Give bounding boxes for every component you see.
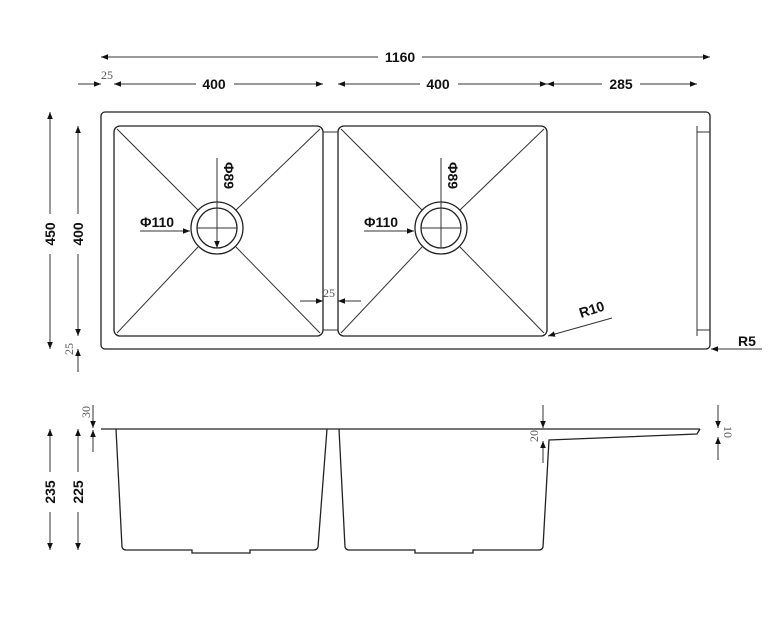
right-bowl-profile [338,428,701,554]
overall-width-label: 1160 [385,49,416,65]
drainboard-thickness-label: 10 [721,426,735,438]
right-drain-outer-label: Φ110 [364,214,398,230]
left-bowl-profile [115,428,328,554]
drainboard-edge [696,126,710,336]
edge-offset-label: 25 [101,68,113,82]
outer-radius-label: R5 [738,333,756,349]
overall-depth-label: 450 [42,222,58,246]
left-bowl [113,125,324,337]
right-bowl-width-label: 400 [426,76,450,92]
left-drain-inner-label: Φ89 [221,162,237,189]
left-drain-outer-label: Φ110 [140,214,174,230]
left-bowl-width-label: 400 [202,76,226,92]
sink-outline [100,111,711,350]
bottom-offset-label: 25 [62,343,76,355]
drainboard-drop-label: 20 [527,430,541,442]
flange-offset-label: 30 [79,406,93,418]
bowl-radius-label: R10 [577,298,607,321]
drainboard-width-label: 285 [609,76,633,92]
left-drain: Φ110 Φ89 [140,158,244,255]
bowl-depth-label: 400 [70,222,86,246]
divider-width-label: 25 [323,286,335,300]
side-view: 235 225 30 20 10 [41,405,735,554]
right-drain: Φ110 Φ89 [364,158,468,255]
right-bowl [337,125,548,337]
bowl-height-label: 225 [70,480,86,504]
top-view: Φ110 Φ89 Φ110 Φ89 1160 25 400 400 285 45… [41,48,762,372]
total-height-label: 235 [42,480,58,504]
right-drain-inner-label: Φ89 [445,162,461,189]
